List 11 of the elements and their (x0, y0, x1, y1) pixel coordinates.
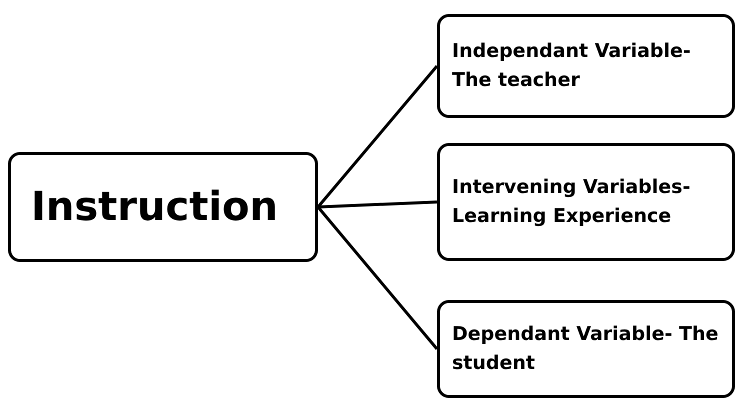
connector-line (316, 65, 438, 208)
box-text: Independant Variable- The teacher (452, 38, 692, 93)
process-box (437, 300, 735, 398)
process-box (437, 143, 735, 261)
box-text: Instruction (31, 183, 278, 232)
process-box (437, 14, 735, 118)
box-text: Dependant Variable- The student (452, 322, 720, 376)
connector-line (318, 200, 438, 208)
connector-line (316, 206, 438, 350)
box-text: Intervening Variables- Learning Experience (452, 174, 692, 229)
process-box (8, 152, 318, 262)
